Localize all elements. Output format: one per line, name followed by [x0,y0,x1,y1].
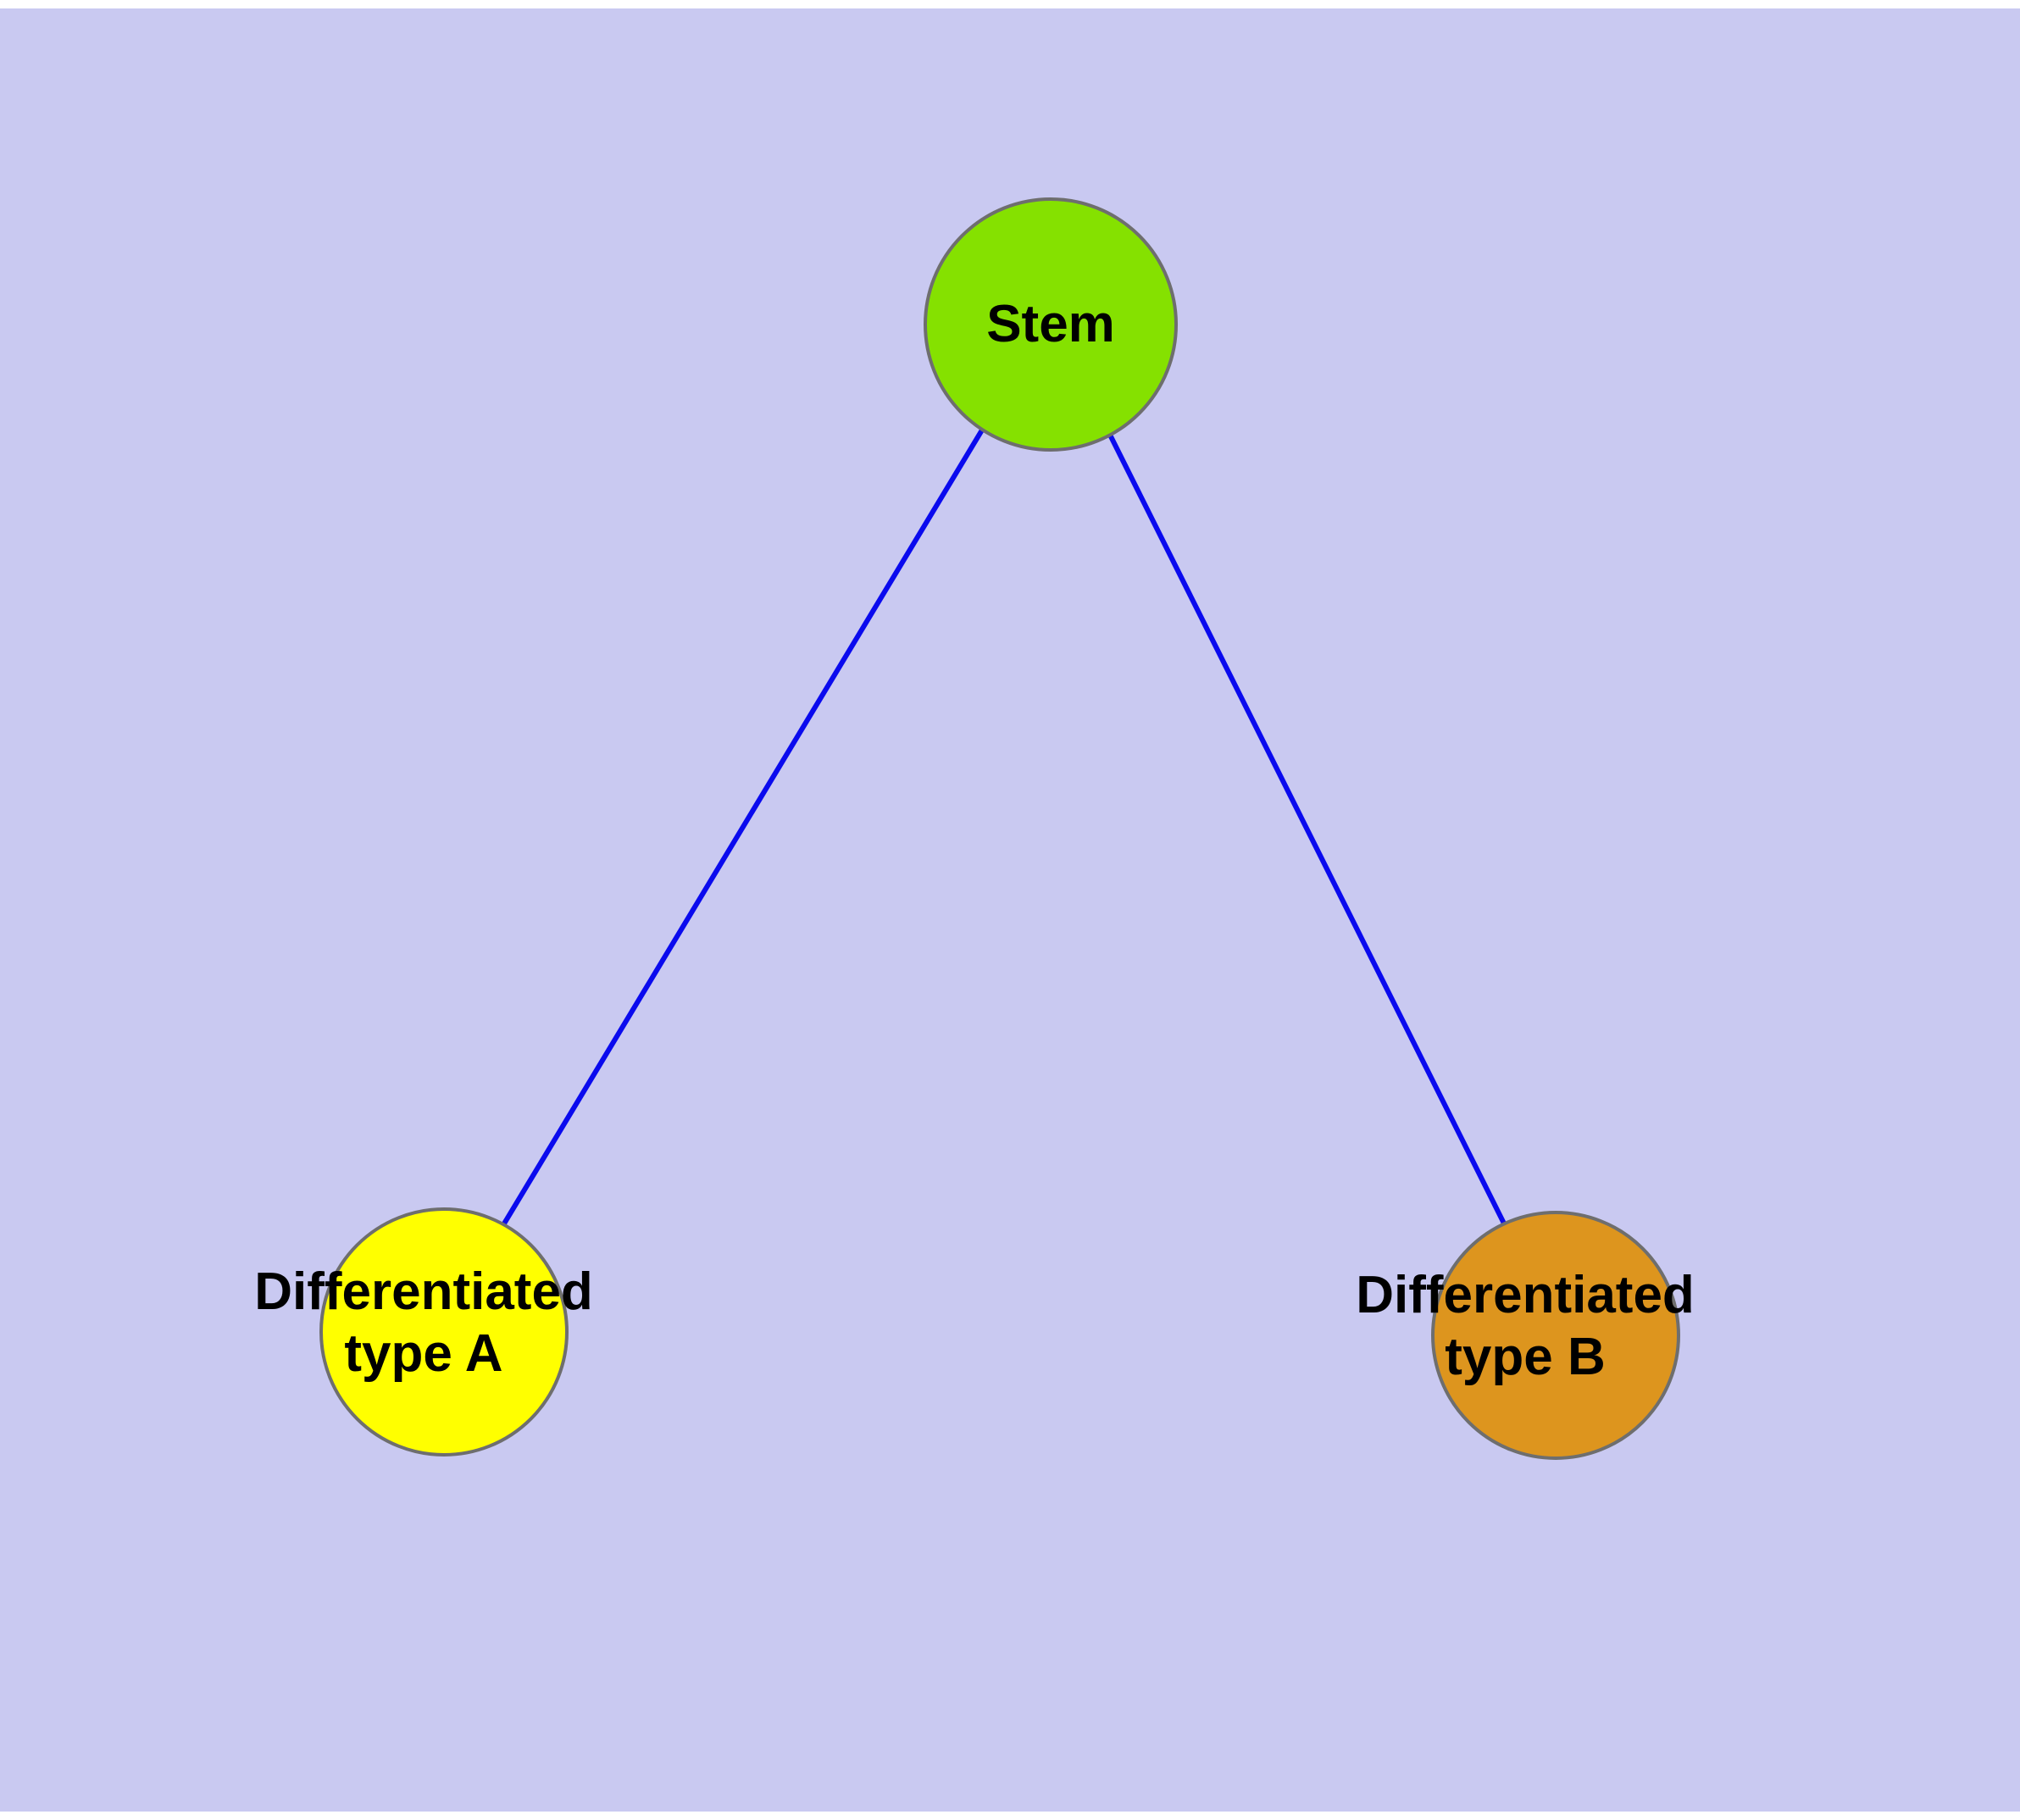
node-differentiated-type-a [319,1207,569,1457]
edge-stem-to-type-b [1048,314,1558,1329]
node-stem-label: Stem [986,295,1115,354]
label-type-b-line1: Differentiated [1356,1266,1695,1324]
node-differentiated-type-a-label: Differentiated type A [254,1261,593,1384]
label-type-a-line2: type A [344,1324,503,1384]
edge-stem-to-type-a [441,314,1053,1325]
node-stem: Stem [924,197,1178,452]
edges-layer [441,314,1558,1329]
diagram-canvas: Stem Differentiated type A Differentiate… [0,8,2020,1812]
node-differentiated-type-b [1431,1211,1680,1460]
node-differentiated-type-b-label: Differentiated type B [1356,1264,1695,1388]
label-type-b-line2: type B [1445,1328,1606,1387]
label-type-a-line1: Differentiated [254,1262,593,1321]
